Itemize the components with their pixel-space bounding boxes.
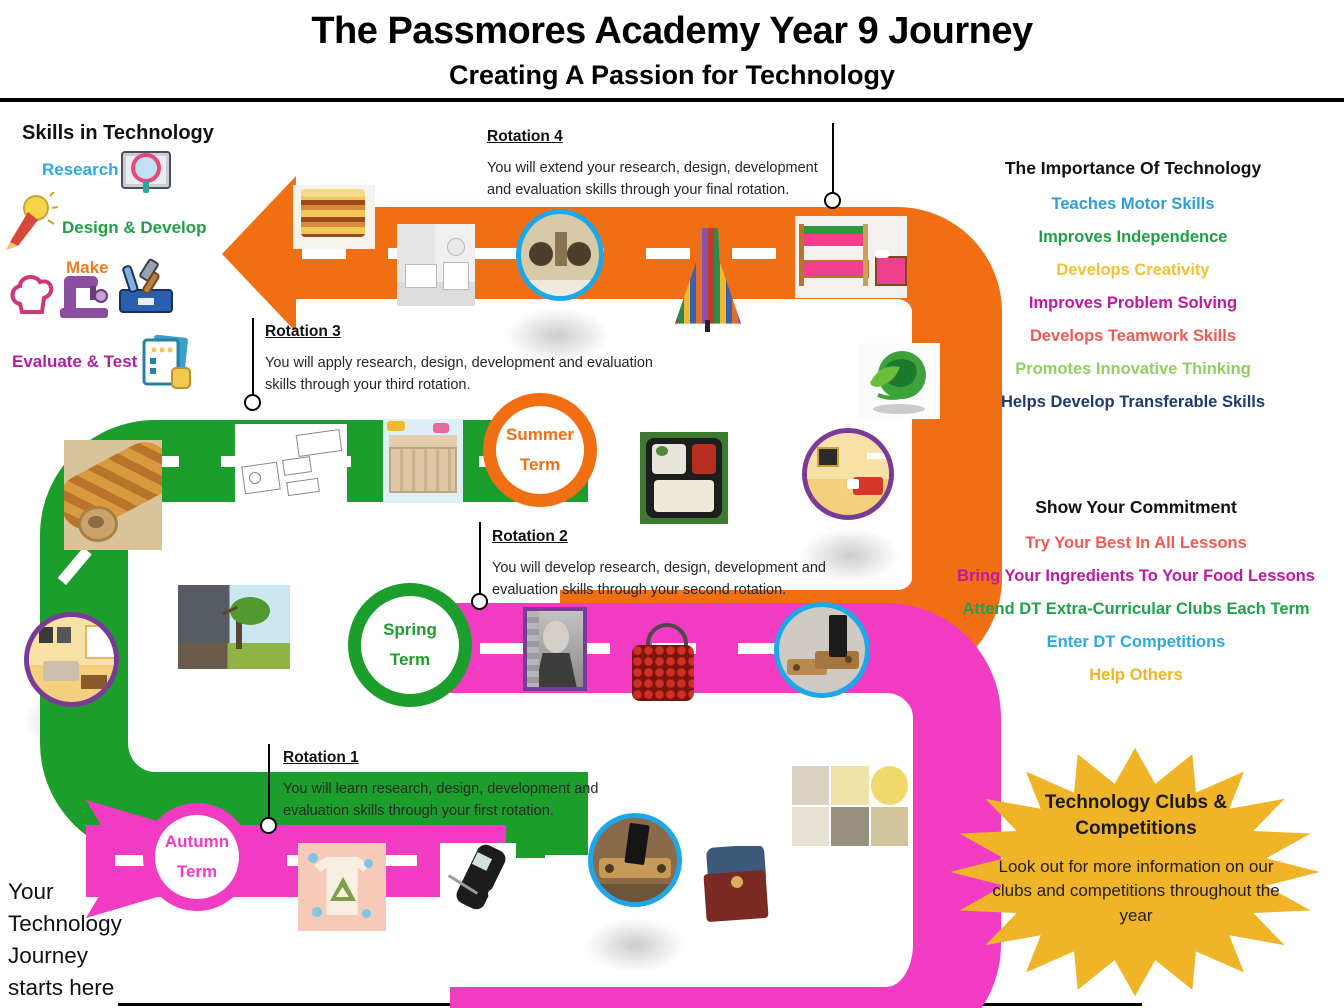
commitment-item: Help Others xyxy=(1089,666,1183,684)
rotation-2-title: Rotation 2 xyxy=(492,528,568,545)
bulb-pencil-icon xyxy=(6,192,58,250)
bathroom-3d-model-photo xyxy=(397,224,475,306)
clubs-competitions-note: Technology Clubs & Competitions Look out… xyxy=(988,790,1284,928)
page-subtitle: Creating A Passion for Technology xyxy=(448,60,896,90)
chef-hat-icon xyxy=(10,275,54,314)
clubs-body: Look out for more information on our clu… xyxy=(992,857,1280,925)
rotation-2-description: You will develop research, design, devel… xyxy=(492,560,826,598)
commitment-item: Enter DT Competitions xyxy=(1046,633,1226,651)
header-divider xyxy=(0,98,1344,102)
toolbox-icon xyxy=(119,258,173,313)
term-label: Term xyxy=(176,862,218,881)
wooden-phone-stand-photo xyxy=(588,813,682,907)
importance-item: Develops Teamwork Skills xyxy=(1029,327,1237,345)
sausage-plait-photo xyxy=(64,440,162,550)
callout-line xyxy=(479,522,481,594)
autumn-term-marker: Autumn Term xyxy=(143,803,251,911)
term-label: Summer xyxy=(505,425,575,444)
bottle-top-bag-photo xyxy=(632,623,694,701)
importance-heading: The Importance Of Technology xyxy=(1004,158,1262,178)
eco-earth-logo xyxy=(858,343,940,419)
importance-item: Helps Develop Transferable Skills xyxy=(1000,393,1266,411)
importance-item: Develops Creativity xyxy=(1056,261,1210,279)
clubs-title-line1: Technology Clubs & xyxy=(1044,792,1228,813)
doll-bunk-bed-photo xyxy=(795,216,907,298)
skill-design-develop: Design & Develop xyxy=(62,218,207,237)
term-label: Term xyxy=(389,650,431,669)
rotation-3-callout: Rotation 3 You will apply research, desi… xyxy=(265,323,665,397)
journey-start-label: Your Technology Journey starts here xyxy=(8,876,122,1004)
commitment-item: Try Your Best In All Lessons xyxy=(1025,534,1247,552)
exploded-technical-drawing-photo xyxy=(235,424,347,506)
food-tray-meal-photo xyxy=(640,432,728,524)
rotation-1-description: You will learn research, design, develop… xyxy=(283,781,599,819)
commitment-item: Attend DT Extra-Curricular Clubs Each Te… xyxy=(962,600,1310,618)
shadow xyxy=(505,308,610,363)
spring-term-marker: Spring Term xyxy=(348,583,472,707)
rotation-1-callout: Rotation 1 You will learn research, desi… xyxy=(283,749,613,823)
journey-line: Journey xyxy=(8,942,89,968)
road-arrowhead xyxy=(222,176,296,332)
page-title: The Passmores Academy Year 9 Journey xyxy=(311,10,1033,52)
callout-marker xyxy=(244,394,261,411)
skill-make: Make xyxy=(66,258,109,277)
importance-item: Improves Independence xyxy=(1038,228,1228,246)
journey-line: starts here xyxy=(8,974,115,1000)
review-board-icon xyxy=(142,334,191,389)
importance-item: Teaches Motor Skills xyxy=(1051,195,1215,213)
clubs-title-line2: Competitions xyxy=(1075,817,1197,839)
callout-line xyxy=(252,318,254,400)
rotation-4-callout: Rotation 4 You will extend your research… xyxy=(487,128,832,202)
lasagna-dish-photo xyxy=(293,185,375,249)
term-label: Term xyxy=(519,455,561,474)
designer-portrait-photo xyxy=(523,607,587,691)
callout-marker xyxy=(824,192,841,209)
callout-marker xyxy=(471,593,488,610)
road-dashes xyxy=(838,695,849,820)
term-label: Spring xyxy=(383,620,437,639)
callout-line xyxy=(832,123,834,193)
wooden-phone-stand-photo xyxy=(774,602,870,698)
starburst-shape xyxy=(950,747,1320,997)
climate-change-tree-photo xyxy=(178,585,290,669)
callout-line xyxy=(268,744,270,818)
importance-section: The Importance Of Technology Teaches Mot… xyxy=(943,158,1323,412)
isometric-bedroom-photo xyxy=(24,612,119,707)
rotation-2-callout: Rotation 2 You will develop research, de… xyxy=(492,528,842,602)
skills-heading: Skills in Technology xyxy=(22,122,214,144)
rotation-4-description: You will extend your research, design, d… xyxy=(487,160,818,198)
summer-term-marker: Summer Term xyxy=(483,393,597,507)
book-magnifier-icon xyxy=(121,151,171,193)
rotation-3-title: Rotation 3 xyxy=(265,323,341,340)
shadow xyxy=(585,918,685,973)
rotation-3-description: You will apply research, design, develop… xyxy=(265,355,653,393)
sustainable-tshirt-graphic xyxy=(298,843,386,931)
journey-line: Your xyxy=(8,879,54,904)
rotation-1-title: Rotation 1 xyxy=(283,749,359,766)
commitment-item: Bring Your Ingredients To Your Food Less… xyxy=(957,567,1315,585)
fabric-wallet-photo xyxy=(703,846,771,926)
food-probe-thermometer-photo xyxy=(440,843,516,927)
skill-evaluate-test: Evaluate & Test xyxy=(12,352,138,371)
skill-research: Research xyxy=(42,160,119,179)
rotation-4-title: Rotation 4 xyxy=(487,128,563,145)
term-label: Autumn xyxy=(164,832,230,851)
shadow xyxy=(800,528,900,583)
recycled-materials-dress-photo xyxy=(672,228,744,332)
wooden-slat-bed-photo xyxy=(383,419,463,503)
pewter-casting-photo xyxy=(516,209,604,301)
isometric-bedroom-photo xyxy=(802,428,894,520)
sewing-machine-icon xyxy=(60,276,108,318)
journey-line: Technology xyxy=(8,910,122,936)
commitment-section: Show Your Commitment Try Your Best In Al… xyxy=(928,497,1344,685)
importance-item: Improves Problem Solving xyxy=(1028,294,1238,312)
bedroom-mood-board-photo xyxy=(790,764,910,848)
road-dashes xyxy=(600,446,890,457)
callout-marker xyxy=(260,817,277,834)
commitment-heading: Show Your Commitment xyxy=(1035,497,1237,517)
importance-item: Promotes Innovative Thinking xyxy=(1015,360,1251,378)
